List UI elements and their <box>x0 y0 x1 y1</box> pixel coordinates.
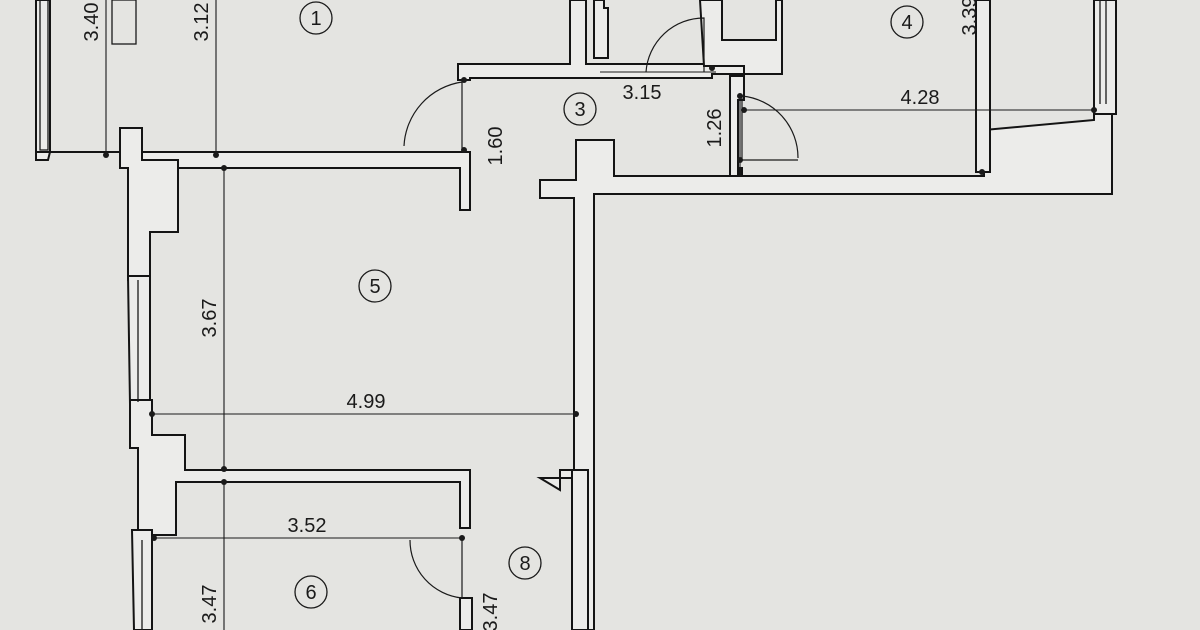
room-label-5: 5 <box>358 269 392 303</box>
dim-tick <box>459 535 465 541</box>
dim-tick <box>709 65 715 71</box>
dim-label-340: 3.40 <box>81 3 103 42</box>
dim-tick <box>221 466 227 472</box>
dim-label-428: 4.28 <box>901 87 940 109</box>
dim-label-352: 3.52 <box>288 515 327 537</box>
dim-tick <box>151 535 157 541</box>
dim-label-347-left: 3.47 <box>199 585 221 624</box>
wall-top-right-closet <box>698 0 783 75</box>
dim-tick <box>221 165 227 171</box>
room-number-5: 5 <box>369 276 380 298</box>
dim-tick <box>221 479 227 485</box>
room-number-8: 8 <box>519 553 530 575</box>
door-swing-closet <box>645 17 705 73</box>
dim-tick <box>461 77 467 83</box>
dim-label-347-right: 3.47 <box>480 593 502 630</box>
room-number-6: 6 <box>305 582 316 604</box>
wall-far-right <box>1093 0 1117 115</box>
wall-left-corridor <box>119 127 179 281</box>
dimension-lines <box>103 0 1097 630</box>
room-number-3: 3 <box>574 99 585 121</box>
dim-tick <box>979 169 985 175</box>
wall-door-jamb <box>729 75 745 177</box>
doors <box>403 17 799 599</box>
window-left-frame <box>39 0 49 151</box>
dim-tick <box>213 152 219 158</box>
wall-left-window <box>126 275 151 405</box>
dim-label-126: 1.26 <box>704 109 726 148</box>
room-number-4: 4 <box>901 12 912 34</box>
wall-right-top <box>975 0 991 173</box>
dim-label-367: 3.67 <box>199 299 221 338</box>
built-in-wardrobe <box>111 0 137 45</box>
dim-tick <box>573 411 579 417</box>
dim-label-339: 3.39 <box>959 0 981 35</box>
wall-divider-6-8 <box>459 597 473 630</box>
dim-label-160: 1.60 <box>485 127 507 166</box>
door-swing-room4 <box>741 95 799 161</box>
door-swing-room1 <box>403 81 463 150</box>
dim-label-499: 4.99 <box>347 391 386 413</box>
dim-tick <box>103 152 109 158</box>
dim-label-312: 3.12 <box>191 3 213 42</box>
walls <box>35 0 1117 630</box>
room-label-8: 8 <box>508 546 542 580</box>
dim-tick <box>1091 107 1097 113</box>
wall-top-closet <box>593 0 609 59</box>
room-label-3: 3 <box>563 92 597 126</box>
room-label-1: 1 <box>299 1 333 35</box>
room-label-6: 6 <box>294 575 328 609</box>
dim-tick <box>149 411 155 417</box>
room-number-1: 1 <box>310 8 321 30</box>
room-label-4: 4 <box>890 5 924 39</box>
door-swing-room6 <box>409 539 463 599</box>
wall-room8-right <box>571 469 589 630</box>
wall-left-mid <box>129 399 471 536</box>
dim-label-315: 3.15 <box>623 82 662 104</box>
thin-lines <box>39 0 1107 630</box>
